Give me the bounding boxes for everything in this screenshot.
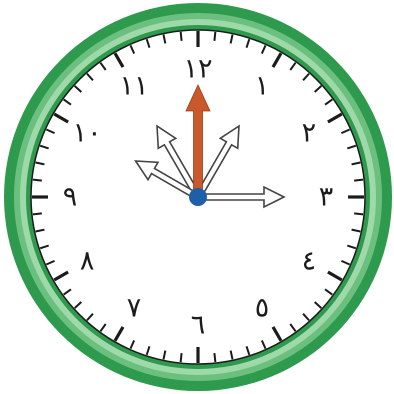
numeral-5: ٥ [255,292,270,323]
numeral-8: ٨ [80,246,95,277]
minute-tick [354,213,363,214]
numeral-12: ١٢ [183,54,212,85]
numeral-1: ١ [255,71,270,102]
numeral-7: ٧ [127,292,142,323]
minute-tick [33,213,42,214]
numeral-11: ١١ [119,71,148,102]
minute-tick [33,180,42,181]
minute-tick [354,180,363,181]
numeral-3: ٣ [319,182,334,213]
numeral-2: ٢ [302,118,317,149]
minute-tick [214,353,215,362]
minute-tick [181,353,182,362]
numeral-10: ١٠ [73,118,102,149]
minute-tick [181,32,182,41]
numeral-4: ٤ [302,246,317,277]
center-pivot [189,188,207,206]
center-dot [189,188,207,206]
numeral-6: ٦ [191,310,206,341]
minute-tick [214,32,215,41]
numeral-9: ٩ [63,182,78,213]
